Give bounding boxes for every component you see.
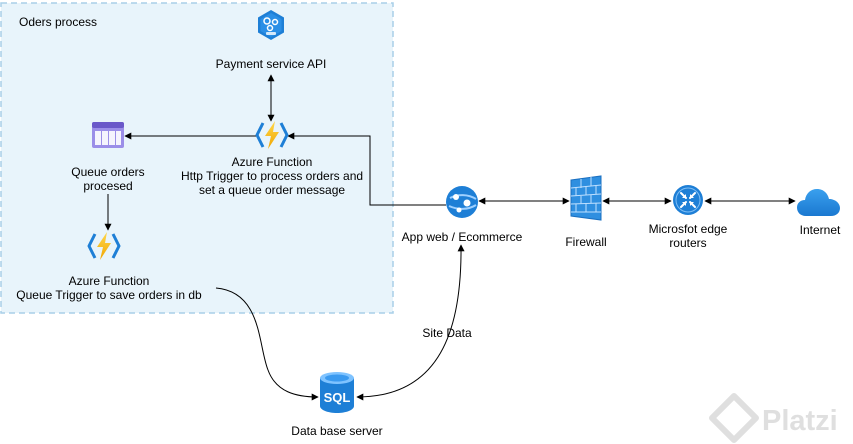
group-title: Oders process xyxy=(19,15,98,29)
azure-function-queue-label: Azure Function Queue Trigger to save ord… xyxy=(4,274,214,302)
edge-appweb-to-function xyxy=(287,132,446,206)
cloud-icon xyxy=(797,189,840,216)
firewall-icon xyxy=(570,175,602,221)
azure-function-icon xyxy=(87,232,121,260)
platzi-logo: Platzi xyxy=(709,393,838,443)
storage-queue-icon xyxy=(92,122,124,148)
azure-function-http-label: Azure Function Http Trigger to process o… xyxy=(152,155,392,197)
edge-function-to-database xyxy=(215,287,319,401)
api-management-icon xyxy=(258,10,284,40)
sql-database-icon: SQL xyxy=(320,372,354,413)
label-line: Queue Trigger to save orders in db xyxy=(16,288,202,302)
router-icon xyxy=(673,185,703,215)
label-line: procesed xyxy=(83,179,133,193)
web-app-icon xyxy=(446,186,478,218)
firewall-label: Firewall xyxy=(565,235,607,249)
orders-process-group xyxy=(0,2,394,314)
app-web-label: App web / Ecommerce xyxy=(401,230,523,244)
edge-database-to-appweb xyxy=(356,244,465,401)
payment-api-label: Payment service API xyxy=(215,57,327,71)
queue-orders-label: Queue orders procesed xyxy=(48,165,168,193)
label-line: Azure Function xyxy=(231,155,313,169)
label-line: Queue orders xyxy=(71,165,145,179)
label-line: Azure Function xyxy=(68,274,150,288)
label-line: set a queue order message xyxy=(198,183,346,197)
label-line: Microsfot edge xyxy=(648,222,728,236)
internet-label: Internet xyxy=(799,223,841,237)
edge-routers-label: Microsfot edge routers xyxy=(630,222,746,250)
site-data-label: Site Data xyxy=(422,326,472,340)
watermark-text: Platzi xyxy=(762,405,838,437)
azure-function-icon xyxy=(255,121,289,149)
sql-icon-text: SQL xyxy=(324,390,351,405)
database-label: Data base server xyxy=(291,424,383,438)
label-line: routers xyxy=(669,236,707,250)
label-line: Http Trigger to process orders and xyxy=(180,169,364,183)
